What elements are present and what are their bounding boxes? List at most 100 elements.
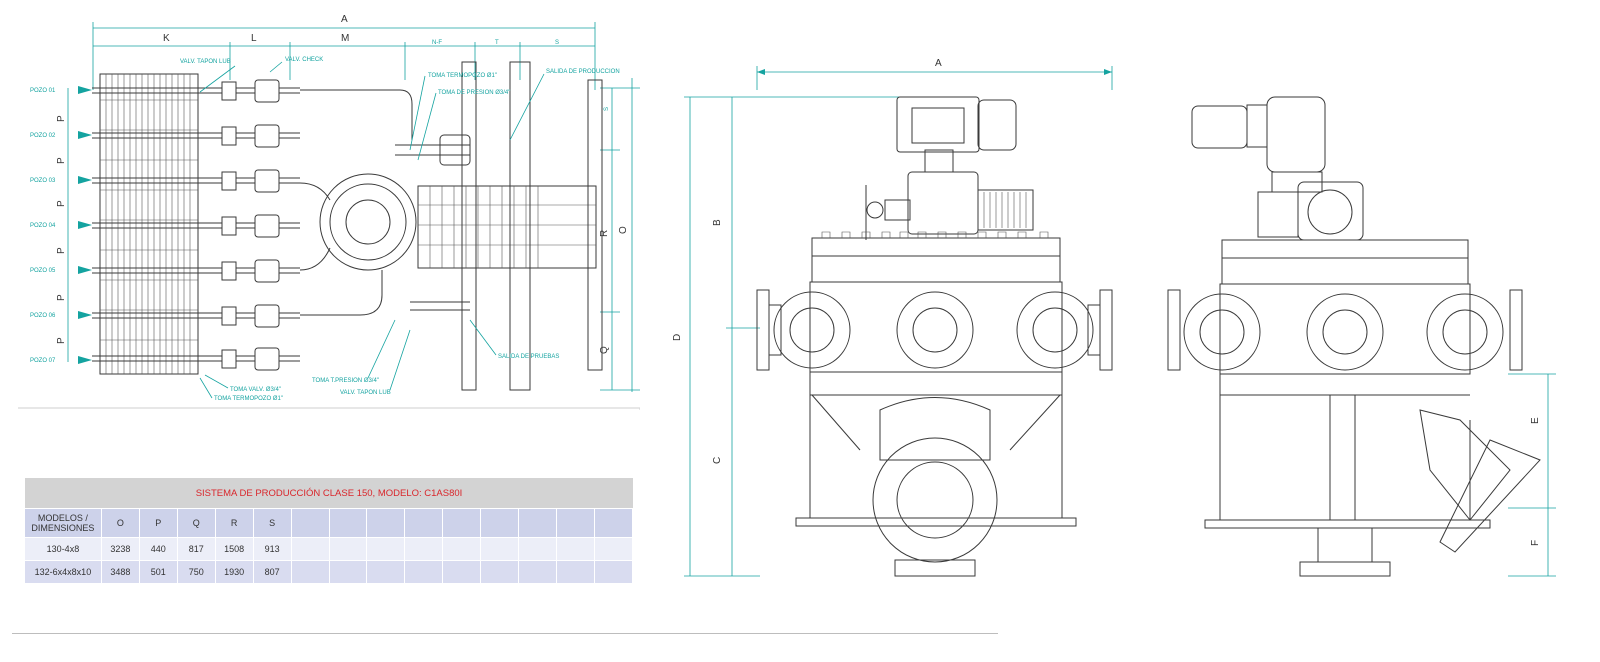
row2-q: 750: [178, 561, 216, 583]
dim-c: C: [712, 457, 723, 464]
callout-salida-pruebas: SALIDA DE PRUEBAS: [498, 354, 559, 360]
header-cell-models: MODELOS / DIMENSIONES: [25, 509, 102, 537]
pitch-label-1: P: [56, 115, 67, 122]
bottom-rule: [12, 633, 998, 634]
dim-l: L: [251, 33, 257, 44]
row1-p: 440: [140, 538, 178, 560]
right-grating-platform: [417, 185, 597, 269]
empty-cell: [481, 561, 520, 583]
header-cell-r: R: [216, 509, 254, 537]
side-view-drawing: E F: [1167, 96, 1556, 577]
empty-cell: [405, 561, 444, 583]
well-label-7: POZO 07: [30, 358, 56, 364]
pitch-label-4: P: [56, 247, 67, 254]
pitch-label-3: P: [56, 200, 67, 207]
dim-b: B: [712, 219, 723, 226]
front-actuator: [865, 96, 1034, 240]
well-labels: POZO 01 POZO 02 POZO 03 POZO 04 POZO 05 …: [30, 88, 56, 364]
dim-s-top: S: [555, 40, 559, 46]
callout-valv-tapon-bottom: VALV. TAPON LUB: [340, 390, 391, 396]
plan-top-dimensions: A K L M N-F T S: [92, 14, 596, 90]
plan-right-dimensions: S R O Q: [599, 78, 640, 392]
row1-s: 913: [254, 538, 292, 560]
empty-cell: [481, 509, 520, 537]
check-valves: [254, 79, 280, 371]
table-header-row: MODELOS / DIMENSIONES O P Q R S: [25, 508, 633, 537]
callout-toma-presion-bottom: TOMA T.PRESION Ø3/4": [312, 378, 379, 384]
plan-left-pitch-dimension: P P P P P P: [56, 88, 69, 362]
empty-cell: [292, 561, 330, 583]
empty-cell: [367, 561, 406, 583]
dim-n: N-F: [432, 40, 442, 46]
callout-valv-check: VALV. CHECK: [285, 57, 323, 63]
dim-a-plan: A: [341, 14, 348, 25]
empty-cell: [405, 538, 444, 560]
row2-model: 132-6x4x8x10: [25, 561, 102, 583]
callout-toma-termopozo-1: TOMA TERMOPOZO Ø1": [428, 73, 497, 79]
header-cell-q: Q: [178, 509, 216, 537]
dim-r: R: [599, 230, 610, 237]
header-cell-o: O: [102, 509, 140, 537]
central-manifold: [299, 89, 471, 316]
dim-m: M: [341, 33, 349, 44]
left-grating-platform: [99, 73, 199, 375]
front-dim-a: A: [756, 58, 1113, 90]
front-top-flange: [811, 231, 1061, 283]
dim-d: D: [672, 334, 683, 341]
front-body: [756, 281, 1113, 577]
production-system-spec-table: SISTEMA DE PRODUCCIÓN CLASE 150, MODELO:…: [25, 478, 633, 583]
empty-cell: [367, 509, 406, 537]
table-row: 130-4x8 3238 440 817 1508 913: [25, 537, 633, 560]
empty-cell: [405, 509, 444, 537]
row2-p: 501: [140, 561, 178, 583]
empty-cell: [557, 538, 596, 560]
row1-q: 817: [178, 538, 216, 560]
well-label-1: POZO 01: [30, 88, 56, 94]
empty-cell: [519, 561, 558, 583]
callout-toma-presion-34: TOMA DE PRESION Ø3/4": [438, 90, 510, 96]
callout-toma-termopozo-bottom: TOMA TERMOPOZO Ø1": [214, 396, 283, 402]
empty-cell: [443, 538, 482, 560]
plug-valves: [221, 81, 237, 369]
row2-r: 1930: [216, 561, 254, 583]
row2-o: 3488: [102, 561, 140, 583]
row2-s: 807: [254, 561, 292, 583]
empty-cell: [367, 538, 406, 560]
empty-cell: [519, 509, 558, 537]
row1-o: 3238: [102, 538, 140, 560]
empty-cell: [330, 561, 368, 583]
empty-cell: [557, 509, 596, 537]
plan-callouts: VALV. TAPON LUB VALV. CHECK TOMA TERMOPO…: [180, 57, 620, 402]
row1-model: 130-4x8: [25, 538, 102, 560]
empty-cell: [330, 509, 368, 537]
empty-cell: [595, 538, 633, 560]
well-label-6: POZO 06: [30, 313, 56, 319]
dim-a-front: A: [935, 58, 942, 69]
dim-e: E: [1530, 417, 1541, 424]
front-dims-vertical: D B C: [672, 96, 910, 577]
empty-cell: [292, 509, 330, 537]
dim-f: F: [1530, 540, 1541, 546]
plan-view-drawing: A K L M N-F T S S R O Q P P P P P P POZO…: [18, 14, 640, 410]
empty-cell: [481, 538, 520, 560]
callout-valv-tapon-top: VALV. TAPON LUB: [180, 59, 231, 65]
well-label-4: POZO 04: [30, 223, 56, 229]
dim-q: Q: [599, 346, 610, 354]
empty-cell: [443, 561, 482, 583]
callout-salida-produccion: SALIDA DE PRODUCCION: [546, 69, 620, 75]
table-row: 132-6x4x8x10 3488 501 750 1930 807: [25, 560, 633, 583]
pitch-label-6: P: [56, 337, 67, 344]
outlet-headers: [410, 61, 603, 391]
empty-cell: [443, 509, 482, 537]
empty-cell: [595, 509, 633, 537]
header-cell-p: P: [140, 509, 178, 537]
table-title: SISTEMA DE PRODUCCIÓN CLASE 150, MODELO:…: [25, 478, 633, 508]
callout-toma-valv: TOMA VALV. Ø3/4": [230, 387, 281, 393]
header-cell-s: S: [254, 509, 292, 537]
pitch-label-5: P: [56, 294, 67, 301]
dim-k: K: [163, 33, 170, 44]
well-label-3: POZO 03: [30, 178, 56, 184]
empty-cell: [519, 538, 558, 560]
empty-cell: [292, 538, 330, 560]
dim-s-right: S: [604, 107, 610, 111]
